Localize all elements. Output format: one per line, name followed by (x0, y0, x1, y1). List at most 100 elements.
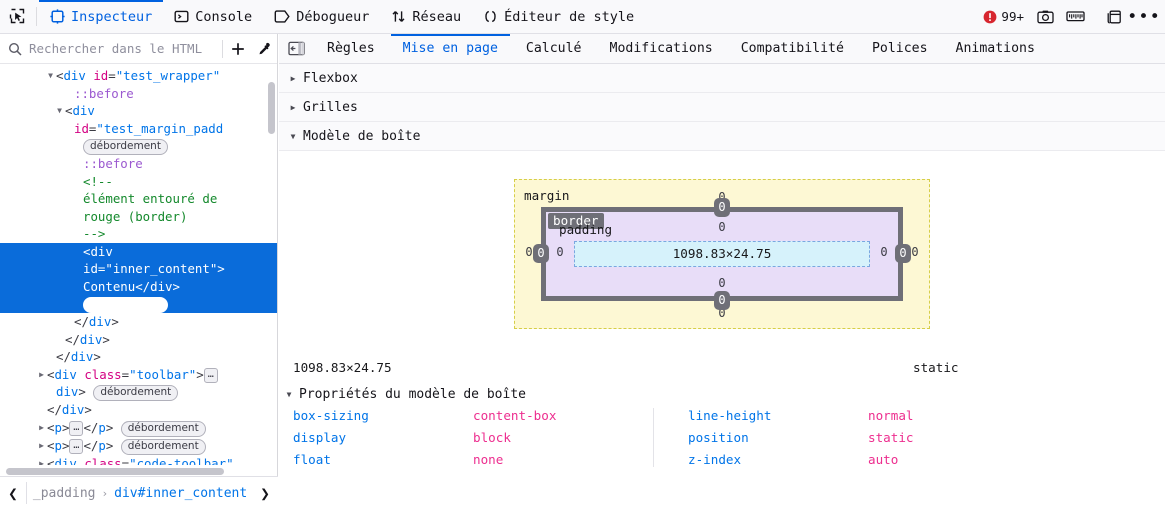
devtools-tab-console[interactable]: Console (163, 0, 263, 33)
box-model-properties-header[interactable]: ▼ Propriétés du modèle de boîte (279, 379, 1165, 408)
overflow-badge: débordement (120, 420, 206, 437)
markup-row[interactable]: ::before (0, 155, 277, 173)
chevron-left-icon[interactable]: ❮ (8, 483, 18, 503)
content-size-label: 1098.83×24.75 (672, 246, 772, 261)
padding-bottom-value[interactable]: 0 (718, 275, 726, 290)
layout-tab-r-gles[interactable]: Règles (327, 41, 375, 56)
markup-row[interactable]: div> débordement (0, 383, 277, 401)
markup-row[interactable]: </div> (0, 331, 277, 349)
markup-row[interactable]: id="test_margin_padd (0, 120, 277, 138)
padding-left-value[interactable]: 0 (556, 244, 564, 259)
section-label: Flexbox (303, 70, 358, 86)
margin-bottom-value[interactable]: 0 (718, 305, 726, 320)
devtools-tab-d-bogueur[interactable]: Débogueur (263, 0, 380, 33)
markup-row[interactable]: ▶<div class="toolbar">… (0, 366, 277, 384)
error-count-badge[interactable]: 99+ (979, 9, 1028, 24)
markup-tag: div (150, 278, 173, 294)
margin-right-value[interactable]: 0 (911, 244, 919, 259)
padding-right-value[interactable]: 0 (880, 244, 888, 259)
markup-punct: > (196, 366, 204, 382)
layout-tab-mise-en-page[interactable]: Mise en page (389, 34, 512, 63)
markup-row[interactable]: <!-- (0, 173, 277, 191)
breadcrumb-item[interactable]: div#inner_content (114, 485, 248, 501)
expand-arrow-closed-icon[interactable]: ▶ (39, 458, 44, 466)
markup-attr: id (83, 261, 98, 276)
markup-punct: > (93, 349, 101, 364)
eyedropper-icon[interactable] (251, 36, 277, 62)
expand-arrow-open-icon[interactable]: ▼ (48, 71, 53, 80)
box-model-content-region[interactable]: 1098.83×24.75 (574, 240, 870, 267)
box-model-margin-region[interactable]: margin 0 0 0 0 border 0 0 0 0 padding 0 … (514, 178, 930, 329)
markup-punct: > (105, 437, 114, 453)
border-bottom-value[interactable]: 0 (714, 290, 730, 310)
markup-row[interactable]: ▼<div (0, 102, 277, 120)
border-left-value[interactable]: 0 (533, 243, 549, 263)
property-name: float (293, 452, 331, 467)
add-node-icon[interactable] (225, 36, 251, 62)
layout-tab-modifications[interactable]: Modifications (609, 41, 713, 56)
summary-dimensions: 1098.83×24.75 (293, 360, 392, 375)
markup-row-content: débordement (83, 295, 168, 313)
markup-row-selected[interactable]: débordement (0, 295, 277, 313)
markup-row-content: <div (65, 102, 95, 120)
markup-row[interactable]: ::before (0, 85, 277, 103)
section-header-grilles[interactable]: ▶Grilles (279, 93, 1165, 122)
markup-vertical-scrollbar[interactable] (268, 82, 275, 134)
three-pane-toggle-icon[interactable] (279, 34, 313, 63)
markup-row[interactable]: élément entouré de (0, 190, 277, 208)
markup-row[interactable]: ▶<div class="code-toolbar" (0, 455, 277, 466)
dock-panel-icon[interactable] (1101, 5, 1127, 29)
expand-arrow-open-icon[interactable]: ▼ (57, 106, 62, 115)
markup-row[interactable]: </div> (0, 401, 277, 419)
devtools-tab-inspecteur[interactable]: Inspecteur (39, 0, 164, 33)
expand-arrow-closed-icon[interactable]: ▶ (39, 440, 44, 450)
markup-row[interactable]: ▶<p>…</p> débordement (0, 419, 277, 437)
markup-row[interactable]: rouge (border) (0, 208, 277, 226)
chevron-right-icon[interactable]: ❯ (260, 483, 270, 503)
border-top-value[interactable]: 0 (714, 197, 730, 217)
responsive-design-mode-icon[interactable] (1062, 5, 1088, 29)
layout-tab-compatibilit[interactable]: Compatibilité (740, 41, 844, 56)
devtools-tab-r-seau[interactable]: Réseau (380, 0, 472, 33)
margin-left-value[interactable]: 0 (525, 244, 533, 259)
property-name: box-sizing (293, 408, 369, 423)
markup-row-content: id="test_margin_padd (74, 120, 223, 138)
markup-row-content: rouge (border) (83, 208, 187, 226)
box-model-diagram[interactable]: margin 0 0 0 0 border 0 0 0 0 padding 0 … (279, 151, 1165, 356)
markup-row-selected[interactable]: id="inner_content"> (0, 260, 277, 278)
margin-top-value[interactable]: 0 (718, 189, 726, 204)
camera-icon[interactable] (1032, 5, 1058, 29)
border-right-value[interactable]: 0 (895, 243, 911, 263)
markup-row[interactable]: </div> (0, 348, 277, 366)
markup-attrval: "toolbar" (129, 366, 197, 382)
box-model-padding-region[interactable]: padding 0 0 0 0 1098.83×24.75 (546, 212, 898, 296)
markup-row[interactable]: --> (0, 225, 277, 243)
expand-arrow-closed-icon[interactable]: ▶ (39, 422, 44, 432)
section-header-flexbox[interactable]: ▶Flexbox (279, 64, 1165, 93)
layout-tab-calcul[interactable]: Calculé (525, 41, 582, 56)
markup-row[interactable]: </div> (0, 313, 277, 331)
chevron-right-icon: ▶ (290, 102, 296, 112)
markup-row-selected[interactable]: Contenu</div> (0, 277, 277, 295)
markup-row[interactable]: débordement (0, 137, 277, 155)
section-header-mod-le-de-bo-te[interactable]: ▼Modèle de boîte (279, 122, 1165, 151)
more-options-icon[interactable]: ••• (1127, 5, 1160, 29)
element-picker-icon[interactable] (0, 0, 34, 33)
markup-horizontal-scrollbar[interactable] (6, 468, 224, 475)
padding-top-value[interactable]: 0 (718, 219, 726, 234)
markup-row[interactable]: ▶<p>…</p> débordement (0, 437, 277, 455)
search-input[interactable] (27, 40, 220, 57)
layout-tab-animations[interactable]: Animations (955, 41, 1035, 56)
layout-tab-polices[interactable]: Polices (871, 41, 928, 56)
markup-row-selected[interactable]: <div (0, 242, 277, 260)
markup-tag: p (54, 437, 62, 453)
devtools-tab-diteur-de-style[interactable]: Éditeur de style (472, 0, 645, 33)
debugger-icon (274, 9, 290, 24)
markup-tag: div (54, 366, 77, 382)
markup-row[interactable]: ▼<div id="test_wrapper" (0, 67, 277, 85)
box-model-border-region[interactable]: border 0 0 0 0 padding 0 0 0 0 1098.83×2… (533, 197, 911, 310)
markup-tag: div (63, 68, 86, 83)
expand-arrow-closed-icon[interactable]: ▶ (39, 369, 44, 379)
breadcrumb-item[interactable]: _padding (32, 485, 96, 501)
